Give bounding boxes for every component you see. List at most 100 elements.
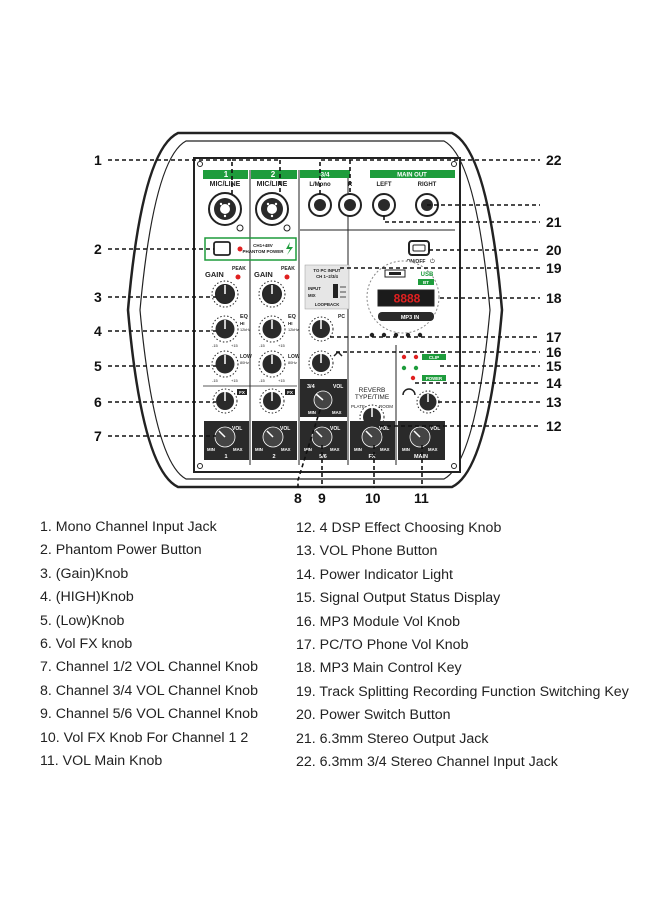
ch56-min: MIN bbox=[304, 447, 312, 452]
ch2-header-bar bbox=[251, 170, 297, 179]
legend-item-5: 5. (Low)Knob bbox=[40, 612, 125, 629]
callout-15: 15 bbox=[546, 358, 562, 374]
legend-item-10: 10. Vol FX Knob For Channel 1 2 bbox=[40, 729, 249, 746]
ch2-low-knob[interactable] bbox=[258, 350, 286, 378]
main-vol-label: VOL bbox=[430, 426, 440, 432]
jack-latch-icon bbox=[283, 224, 291, 232]
legend-item-18: 18. MP3 Main Control Key bbox=[296, 660, 462, 677]
ch2-gain-knob[interactable] bbox=[258, 280, 286, 308]
ch1-hi-freq: 12kHz bbox=[240, 328, 251, 332]
main-vol-knob[interactable] bbox=[409, 426, 431, 448]
ch34-l-jack[interactable] bbox=[308, 193, 332, 217]
fx-vol-label: VOL bbox=[379, 426, 389, 432]
fx-vol-knob[interactable] bbox=[361, 426, 383, 448]
ch56-fader-label: 5/6 bbox=[319, 454, 327, 460]
ch1-max: MAX bbox=[233, 447, 243, 452]
mixer-diagram: 1 2 MIC/LINE MIC/LINE CH1+48V PHANTOM PO… bbox=[94, 131, 562, 506]
loopback-label: LOOPBACK bbox=[315, 302, 340, 307]
callout-13: 13 bbox=[546, 394, 562, 410]
ch34-vol-knob[interactable] bbox=[313, 390, 333, 410]
callout-11: 11 bbox=[414, 490, 429, 506]
mp3-key-icon[interactable] bbox=[393, 332, 399, 338]
ch2-low-label: LOW bbox=[288, 354, 300, 360]
callout-numbers: 1 2 3 4 5 6 7 8 9 10 11 12 13 14 15 16 1… bbox=[94, 152, 562, 506]
callout-17: 17 bbox=[546, 329, 562, 345]
legend-left-column: 1. Mono Channel Input Jack 2. Phantom Po… bbox=[40, 516, 258, 773]
mp3-key-icon[interactable] bbox=[405, 332, 411, 338]
ch-rec-label: CH 1~2/3/4 bbox=[316, 274, 338, 279]
callout-3: 3 bbox=[94, 289, 102, 305]
mp3-display bbox=[377, 289, 435, 307]
legend-item-12: 12. 4 DSP Effect Choosing Knob bbox=[296, 520, 502, 536]
panel-screw bbox=[451, 161, 457, 167]
ch1-low-min: -15 bbox=[212, 378, 219, 383]
fx-fader-label: FX bbox=[368, 454, 375, 460]
ch1-low-freq: 80Hz bbox=[240, 361, 249, 365]
ch2-hi-max: +15 bbox=[278, 343, 286, 348]
ch2-mic-line-label: MIC/LINE bbox=[257, 181, 288, 188]
legend-item-14: 14. Power Indicator Light bbox=[296, 566, 453, 583]
ch1-fx-knob[interactable] bbox=[212, 388, 238, 414]
ch2-low-max: +15 bbox=[278, 378, 286, 383]
legend-item-15: 15. Signal Output Status Display bbox=[296, 590, 501, 607]
ch1-gain-knob[interactable] bbox=[211, 280, 239, 308]
mp3-key-icon[interactable] bbox=[381, 332, 387, 338]
panel-screw bbox=[197, 463, 203, 469]
clip-badge bbox=[422, 354, 446, 360]
ch2-gain-label: GAIN bbox=[254, 270, 273, 279]
mp3-key-icon[interactable] bbox=[369, 332, 375, 338]
callout-1-leader bbox=[108, 159, 233, 195]
ch2-fader-label: 2 bbox=[272, 454, 275, 460]
loopback-switch[interactable] bbox=[333, 284, 338, 298]
mp3-key-strip[interactable] bbox=[378, 312, 434, 321]
ch34-r-jack[interactable] bbox=[338, 193, 362, 217]
callout-2: 2 bbox=[94, 241, 102, 257]
ch2-fx-knob[interactable] bbox=[259, 388, 285, 414]
callout-20: 20 bbox=[546, 242, 562, 258]
ch2-label: 2 bbox=[271, 170, 276, 179]
ch2-high-knob[interactable] bbox=[258, 315, 286, 343]
mp3-vol-knob[interactable] bbox=[308, 350, 334, 376]
panel-screw bbox=[451, 463, 457, 469]
legend-item-8: 8. Channel 3/4 VOL Channel Knob bbox=[40, 682, 258, 699]
ch2-min: MIN bbox=[255, 447, 263, 452]
ch2-hi-label: HI bbox=[288, 321, 293, 326]
on-off-label: ON/OFF bbox=[407, 259, 426, 265]
legend-item-16: 16. MP3 Module Vol Knob bbox=[296, 613, 461, 630]
ch1-fx-label: FX bbox=[239, 390, 245, 395]
fx-max: MAX bbox=[380, 447, 390, 452]
phantom-power-button[interactable] bbox=[213, 241, 231, 256]
legend-item-17: 17. PC/TO Phone Vol Knob bbox=[296, 636, 469, 653]
callout-leaders bbox=[108, 159, 540, 488]
ch2-peak-label: PEAK bbox=[281, 266, 295, 272]
ch1-low-knob[interactable] bbox=[211, 350, 239, 378]
clip-label: CLIP bbox=[429, 355, 439, 360]
usb-port-slot bbox=[389, 272, 401, 275]
power-badge bbox=[422, 375, 446, 381]
ch1-high-knob[interactable] bbox=[211, 315, 239, 343]
legend-item-3: 3. (Gain)Knob bbox=[40, 565, 129, 582]
ch2-fx-tag bbox=[285, 389, 295, 395]
mp3-key-icon[interactable] bbox=[417, 332, 423, 338]
callout-18: 18 bbox=[546, 290, 562, 306]
pc-label: PC bbox=[338, 314, 345, 320]
ch56-vol-knob[interactable] bbox=[311, 426, 333, 448]
main-out-left-jack[interactable] bbox=[372, 193, 396, 217]
main-fader-label: MAIN bbox=[414, 454, 428, 460]
ch2-peak-led bbox=[284, 274, 290, 280]
phantom-power-block bbox=[204, 237, 297, 261]
bt-label: BT bbox=[423, 280, 429, 285]
ch2-vol-knob[interactable] bbox=[262, 426, 284, 448]
ch1-combo-jack[interactable] bbox=[208, 192, 242, 226]
power-label: POWER bbox=[426, 376, 443, 381]
power-switch[interactable] bbox=[408, 240, 430, 256]
callout-16: 16 bbox=[546, 344, 562, 360]
legend-item-1: 1. Mono Channel Input Jack bbox=[40, 519, 217, 535]
callout-12: 12 bbox=[546, 418, 562, 434]
ch1-vol-knob[interactable] bbox=[214, 426, 236, 448]
ch2-combo-jack[interactable] bbox=[255, 192, 289, 226]
signal-led bbox=[413, 354, 419, 360]
pc-vol-knob[interactable] bbox=[308, 316, 334, 342]
ch1-hi-min: -15 bbox=[212, 343, 219, 348]
ch1-mic-line-label: MIC/LINE bbox=[210, 181, 241, 188]
